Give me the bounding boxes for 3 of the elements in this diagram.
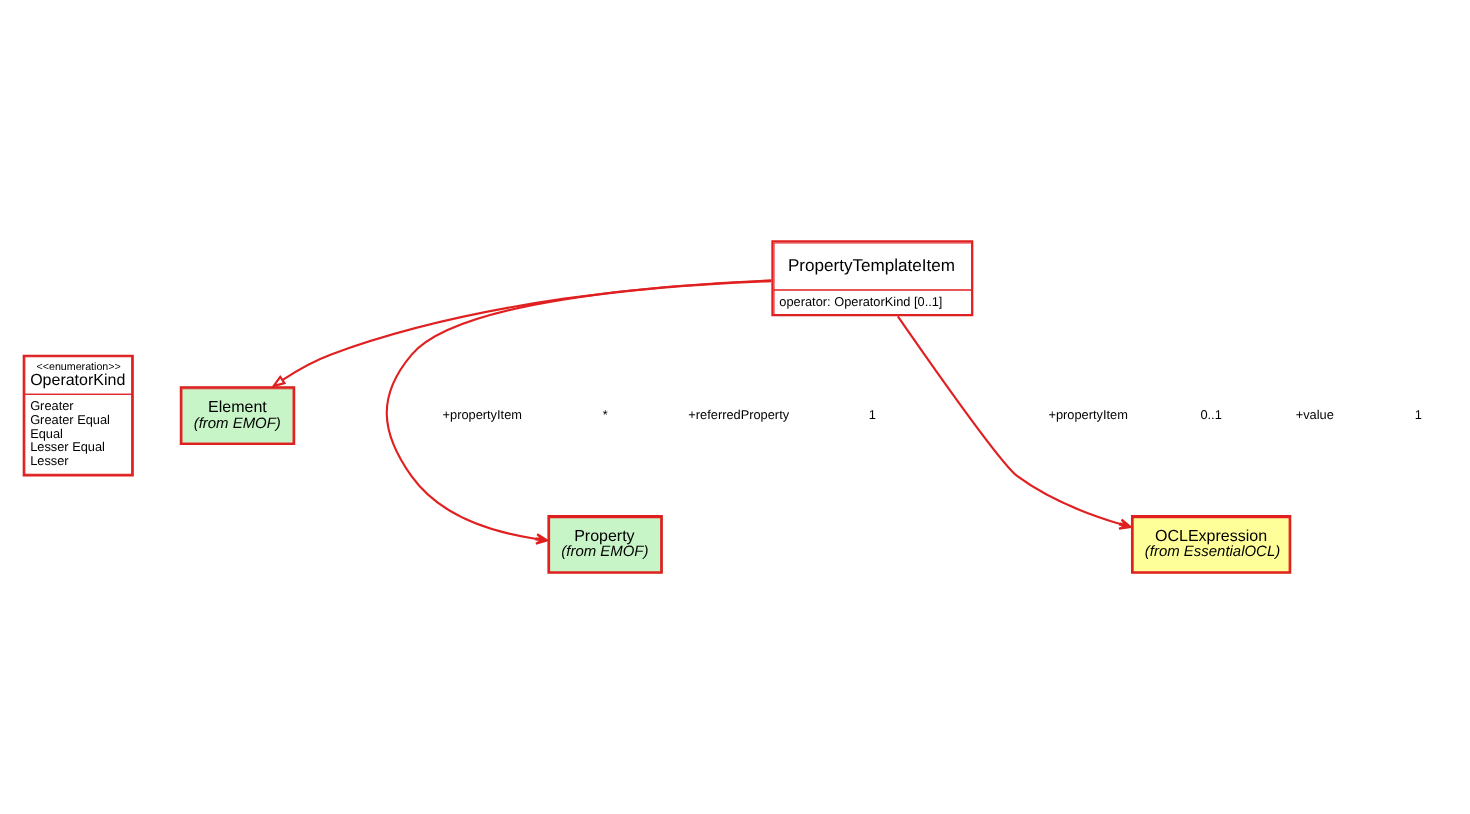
arrow bbox=[385, 280, 772, 545]
arrow bbox=[896, 315, 1132, 530]
arrow bbox=[270, 279, 772, 388]
